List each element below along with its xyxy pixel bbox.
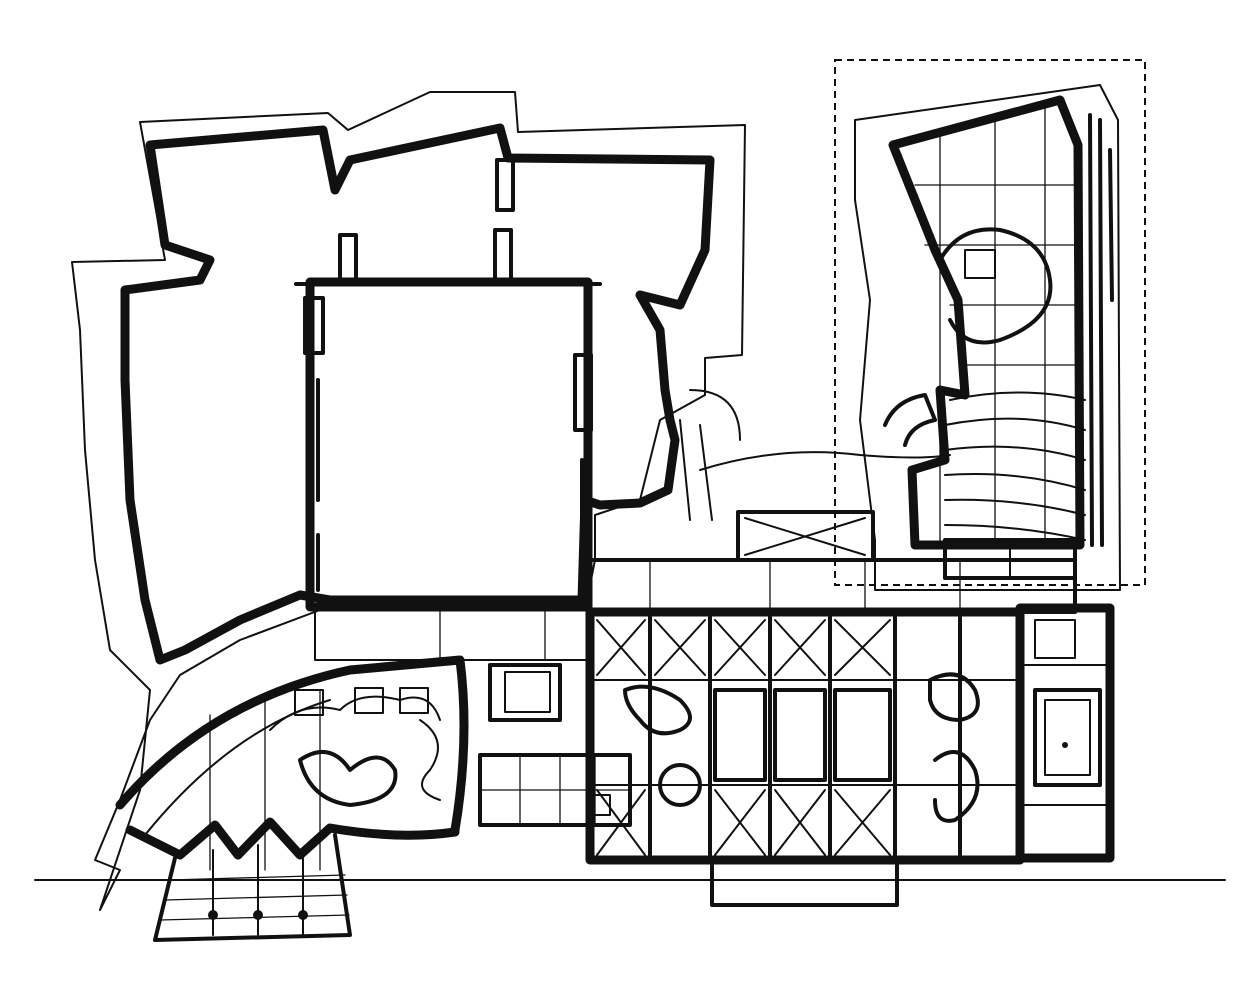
entry-column-1	[208, 910, 218, 920]
lobby-seating-2	[354, 687, 384, 714]
sculpture-east-1	[928, 672, 980, 722]
northeast-east-wall-detail	[1088, 113, 1114, 547]
central-bay-1	[713, 688, 767, 782]
lobby-box-inner	[504, 671, 551, 713]
northeast-stair-fan	[944, 391, 1086, 541]
entry-column-3	[298, 910, 308, 920]
stair-box-x	[744, 517, 866, 556]
northeast-wing-thick-wall	[888, 95, 1085, 550]
northeast-wing-outline	[854, 84, 1121, 591]
lobby-fixture-b	[269, 695, 441, 731]
plan-linework	[34, 59, 1226, 942]
entrance-zigzag-wall	[125, 817, 460, 860]
entry-stair	[153, 833, 352, 942]
entry-stair-tread-2	[164, 894, 348, 901]
lobby-box	[488, 663, 562, 722]
northeast-wing-dashed-boundary	[834, 59, 1146, 586]
northeast-entry-curve	[883, 393, 937, 447]
east-service-dot	[1062, 742, 1068, 748]
lobby-seating-1	[294, 689, 324, 716]
central-gallery-east-column	[573, 353, 593, 432]
grid-block-x-bays	[596, 619, 891, 856]
north-column-2	[493, 228, 513, 282]
link-curve	[699, 451, 951, 471]
central-gallery-west-column	[303, 296, 325, 355]
east-service-room-inner	[1044, 699, 1091, 776]
sculpture-round-1	[658, 763, 702, 807]
entry-column-2	[253, 910, 263, 920]
east-service-stair	[1034, 619, 1076, 659]
stair-box	[736, 510, 875, 562]
northeast-sculpture	[938, 227, 1053, 345]
west-gallery-outer-outline	[71, 91, 746, 911]
central-bay-3	[833, 688, 892, 782]
east-service-room	[1033, 688, 1102, 787]
south-extension	[710, 858, 899, 907]
north-column-3	[495, 158, 515, 212]
sculpture-east-2	[933, 750, 980, 823]
north-column-1	[338, 233, 358, 282]
central-bay-2	[773, 688, 827, 782]
link-ramp	[679, 419, 713, 521]
northeast-sculpture-block	[964, 249, 996, 279]
lobby-fixture-c	[419, 719, 441, 801]
link-arc	[689, 389, 741, 441]
entrance-curved-wall	[115, 655, 469, 835]
lobby-seating-3	[399, 687, 429, 714]
west-gallery-inner-wall	[120, 123, 715, 665]
sculpture-west	[623, 684, 692, 736]
east-service-block	[1015, 603, 1115, 863]
grid-block-columns	[648, 610, 962, 862]
lobby-fixture-a	[298, 750, 398, 807]
